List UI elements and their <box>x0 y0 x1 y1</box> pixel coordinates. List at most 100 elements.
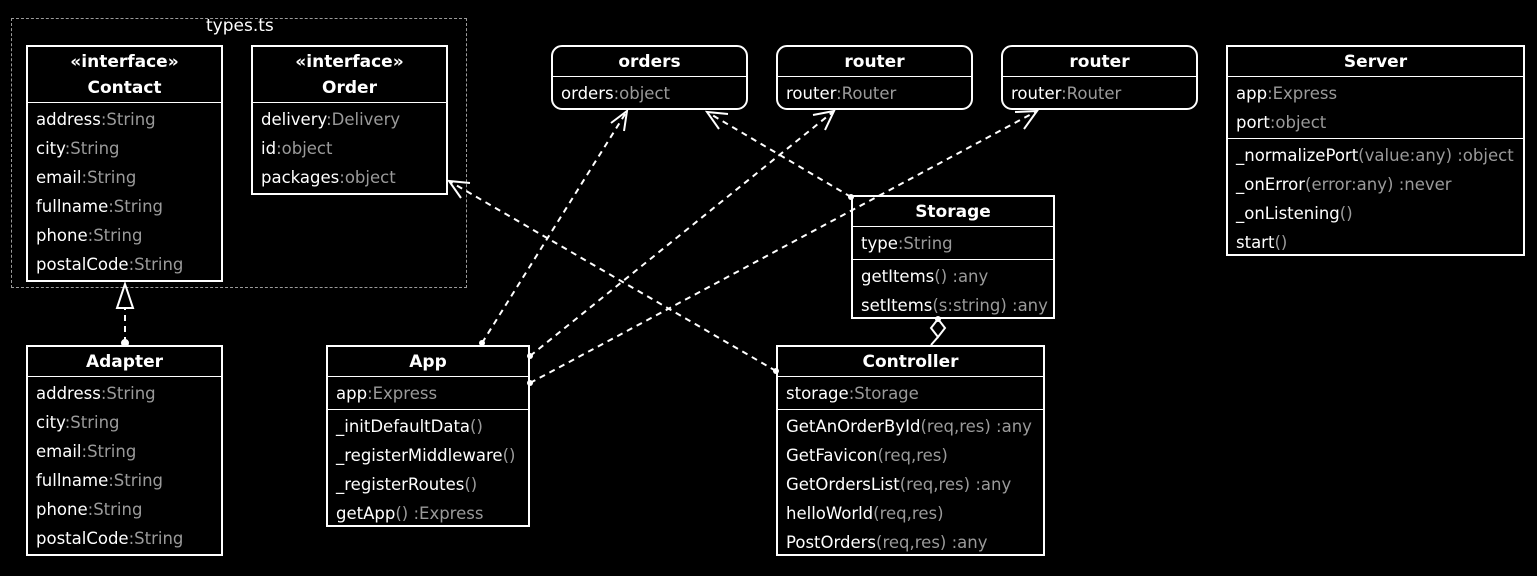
method-row: _onError(error:any) :never <box>1228 170 1523 199</box>
class-name: Contact <box>87 78 162 98</box>
class-name: router <box>1069 52 1130 72</box>
attribute-type: :Router <box>1061 84 1122 103</box>
method-row: start() <box>1228 228 1523 257</box>
realization-arrowhead <box>115 280 135 309</box>
attributes-section: router:Router <box>1003 77 1196 109</box>
class-header: App <box>328 347 528 377</box>
class-header: router <box>1003 47 1196 77</box>
method-row: _normalizePort(value:any) :object <box>1228 141 1523 170</box>
attribute-row: router:Router <box>1003 79 1196 108</box>
attribute-row: packages:object <box>253 163 446 192</box>
attribute-row: email:String <box>28 437 221 466</box>
method-name: getItems <box>861 267 935 286</box>
object-router-1[interactable]: router router:Router <box>776 45 973 110</box>
attribute-name: orders <box>561 84 614 103</box>
attribute-type: :String <box>100 384 156 403</box>
attribute-type: :Delivery <box>326 110 401 129</box>
method-row: _onListening() <box>1228 199 1523 228</box>
attribute-row: delivery:Delivery <box>253 105 446 134</box>
method-name: getApp <box>336 504 396 523</box>
class-header: «interface»Contact <box>28 47 221 103</box>
class-name: Adapter <box>85 352 163 372</box>
attributes-section: router:Router <box>778 77 971 109</box>
attributes-section: app:Express <box>328 377 528 410</box>
attribute-name: packages <box>261 168 340 187</box>
object-router-2[interactable]: router router:Router <box>1001 45 1198 110</box>
method-row: helloWorld(req,res) <box>778 499 1043 528</box>
attribute-type: :String <box>87 226 143 245</box>
attribute-row: router:Router <box>778 79 971 108</box>
class-name: Order <box>322 78 377 98</box>
method-row: _registerMiddleware() <box>328 441 528 470</box>
attribute-row: id:object <box>253 134 446 163</box>
class-app[interactable]: App app:Express _initDefaultData()_registe… <box>326 345 530 527</box>
attribute-name: fullname <box>36 471 109 490</box>
method-name: start <box>1236 233 1275 252</box>
method-row: _initDefaultData() <box>328 412 528 441</box>
attribute-type: :String <box>897 234 953 253</box>
attribute-type: :Router <box>836 84 897 103</box>
attribute-name: email <box>36 442 82 461</box>
attribute-name: address <box>36 110 101 129</box>
attribute-row: orders:object <box>553 79 746 108</box>
attribute-row: address:String <box>28 105 221 134</box>
attributes-section: storage:Storage <box>778 377 1043 410</box>
method-signature: (req,res) <box>873 504 944 523</box>
attribute-row: port:object <box>1228 108 1523 137</box>
package-types-ts <box>11 18 467 288</box>
attribute-row: address:String <box>28 379 221 408</box>
attribute-row: city:String <box>28 408 221 437</box>
dependency-app-orders <box>481 110 628 344</box>
attribute-type: :String <box>64 413 120 432</box>
class-header: orders <box>553 47 746 77</box>
attribute-type: :String <box>100 110 156 129</box>
attribute-name: postalCode <box>36 255 129 274</box>
attribute-name: port <box>1236 113 1270 132</box>
attribute-type: :object <box>1269 113 1327 132</box>
method-signature: () <box>502 446 516 465</box>
attribute-row: email:String <box>28 163 221 192</box>
attribute-name: storage <box>786 384 849 403</box>
attribute-name: app <box>1236 84 1268 103</box>
realization-origin-dot <box>121 339 129 347</box>
attribute-type: :String <box>87 500 143 519</box>
attribute-type: :String <box>128 255 184 274</box>
method-row: PostOrders(req,res) :any <box>778 528 1043 557</box>
method-row: getItems() :any <box>853 262 1053 291</box>
method-name: setItems <box>861 296 933 315</box>
attribute-type: :String <box>108 471 164 490</box>
attribute-row: storage:Storage <box>778 379 1043 408</box>
class-name: App <box>409 352 447 372</box>
class-name: router <box>844 52 905 72</box>
attribute-type: :Storage <box>848 384 919 403</box>
attribute-name: city <box>36 413 65 432</box>
attribute-type: :object <box>613 84 670 103</box>
class-header: router <box>778 47 971 77</box>
attribute-row: app:Express <box>328 379 528 408</box>
attributes-section: orders:object <box>553 77 746 109</box>
attribute-name: fullname <box>36 197 109 216</box>
method-signature: () <box>464 475 478 494</box>
method-signature: (error:any) :never <box>1305 175 1452 194</box>
attribute-row: fullname:String <box>28 192 221 221</box>
attribute-row: type:String <box>853 229 1053 258</box>
class-stereotype: «interface» <box>295 52 404 72</box>
attribute-type: :String <box>81 168 137 187</box>
methods-section: _normalizePort(value:any) :object_onErro… <box>1228 139 1523 258</box>
method-signature: (req,res) :any <box>920 417 1032 436</box>
method-signature: (value:any) :object <box>1358 146 1514 165</box>
package-label: types.ts <box>206 16 274 36</box>
attribute-row: city:String <box>28 134 221 163</box>
aggregation-controller-storage <box>930 336 939 346</box>
